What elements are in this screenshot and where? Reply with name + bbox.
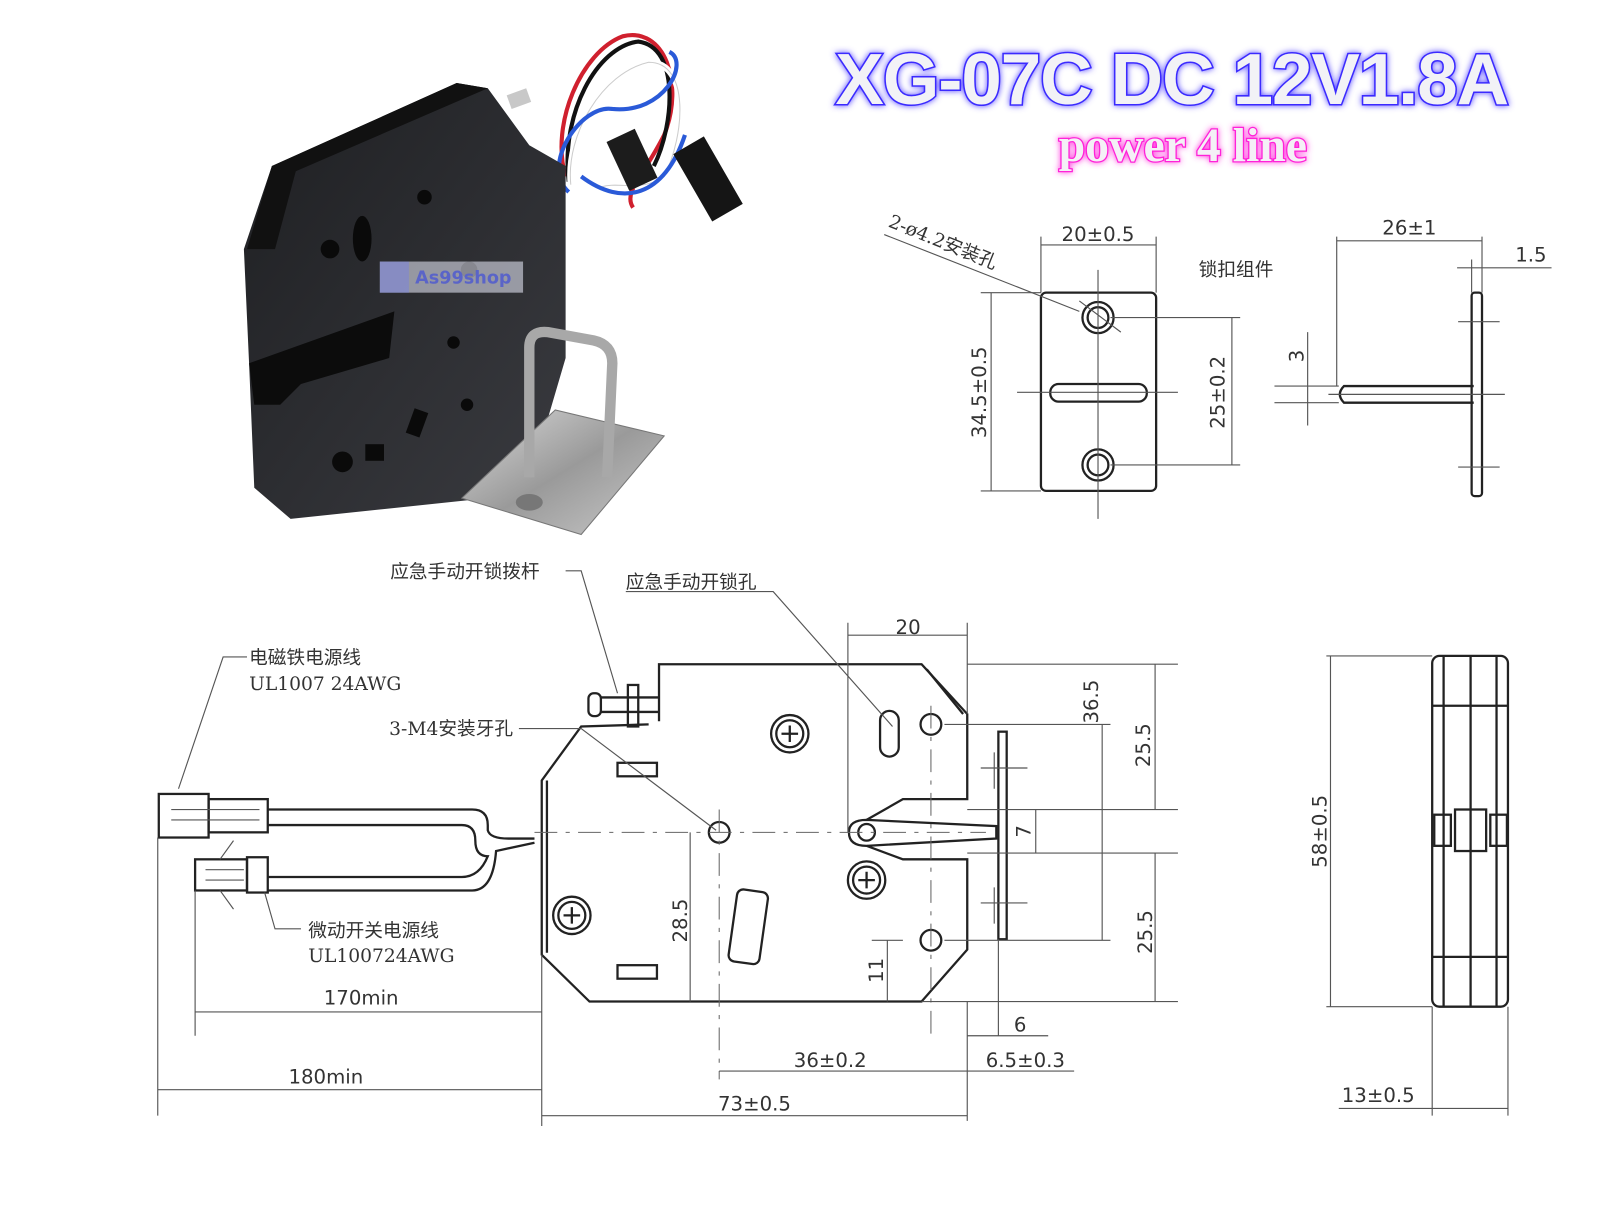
dim-strike-depth: 26±1	[1382, 217, 1436, 240]
product-photo: As99shop	[243, 33, 743, 536]
wires	[556, 33, 687, 209]
dim-length: 73±0.5	[718, 1092, 791, 1115]
switch-wire-label: 微动开关电源线	[308, 921, 439, 942]
dim-wire-170: 170min	[324, 987, 399, 1010]
switch-wire-spec: UL100724AWG	[308, 946, 454, 967]
wire-harness	[157, 792, 535, 910]
dim-hole-spacing-v: 36.5	[1080, 680, 1103, 724]
dim-pin-diameter: 3	[1286, 350, 1309, 363]
strike-plate-side: 26±1 1.5 3	[1274, 217, 1552, 498]
dim-hole-span: 36±0.2	[794, 1049, 867, 1072]
connector-small	[606, 128, 658, 191]
dim-side-height: 58±0.5	[1308, 795, 1331, 868]
dim-wire-180: 180min	[288, 1065, 363, 1088]
dim-center-height: 28.5	[669, 899, 692, 943]
dim-strike-height: 34.5±0.5	[968, 346, 991, 438]
release-hole-label: 应急手动开锁孔	[626, 572, 757, 593]
release-lever	[587, 683, 660, 728]
subtitle: power 4 line	[1059, 119, 1307, 172]
dim-side-thickness: 13±0.5	[1342, 1084, 1415, 1107]
solenoid-wire-spec: UL1007 24AWG	[249, 674, 401, 695]
dim-lower-half: 25.5	[1134, 910, 1157, 954]
lock-body	[243, 83, 566, 519]
dim-edge-offset: 6.5±0.3	[986, 1049, 1065, 1072]
connector-large	[673, 136, 743, 222]
dim-strike-hole-spacing: 25±0.2	[1207, 356, 1230, 429]
dim-bottom-hole: 11	[865, 958, 888, 983]
dim-strike-width: 20±0.5	[1062, 223, 1135, 246]
lever-label: 应急手动开锁拨杆	[390, 562, 539, 583]
strike-bracket	[460, 326, 666, 536]
model-title: XG-07C DC 12V1.8A	[835, 39, 1508, 120]
lock-front-view: 20 36.5 25.5 7 25.5 28.5 11 6 36±0.2 6.5…	[157, 562, 1178, 1127]
dim-slot: 7	[1013, 825, 1036, 838]
strike-plate-front: 20±0.5 34.5±0.5 25±0.2 2-ø4.2安装孔 锁扣组件	[884, 211, 1273, 519]
strike-hole-label: 2-ø4.2安装孔	[885, 211, 1000, 274]
dim-top-width: 20	[896, 616, 921, 639]
dim-strike-thickness: 1.5	[1515, 244, 1546, 267]
solenoid-wire-label: 电磁铁电源线	[249, 648, 361, 669]
strike-assembly-label: 锁扣组件	[1199, 260, 1274, 281]
lock-side-view: 58±0.5 13±0.5	[1308, 654, 1510, 1116]
dim-upper-half: 25.5	[1132, 723, 1155, 767]
manual-release-hole	[878, 709, 900, 758]
watermark: As99shop	[415, 268, 511, 288]
mount-hole-label: 3-M4安装牙孔	[389, 719, 513, 740]
dim-plate-gap: 6	[1014, 1014, 1027, 1037]
